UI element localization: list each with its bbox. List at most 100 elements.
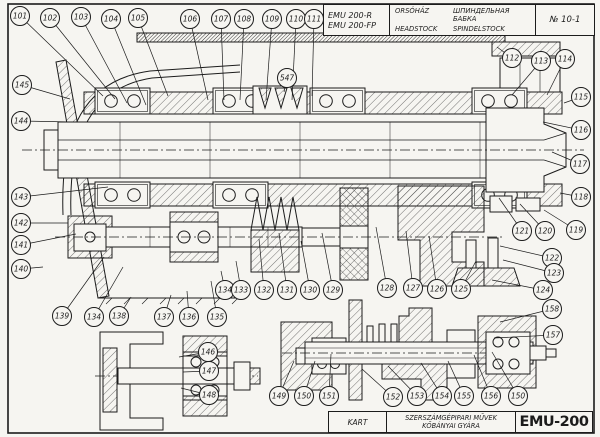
svg-text:133: 133 — [234, 286, 249, 295]
svg-text:151: 151 — [322, 392, 336, 401]
callout-113: 113 — [511, 51, 551, 96]
callout-129: 129 — [321, 232, 343, 300]
svg-text:111: 111 — [307, 15, 321, 24]
callout-112: 112 — [496, 46, 522, 68]
svg-text:134: 134 — [87, 313, 102, 322]
lower-gear-shaft — [55, 185, 505, 287]
callout-114: 114 — [546, 49, 575, 96]
svg-text:101: 101 — [13, 12, 27, 21]
svg-text:116: 116 — [574, 126, 589, 135]
callout-156: 156 — [473, 354, 501, 406]
main-section-view — [22, 32, 584, 431]
svg-text:152: 152 — [386, 393, 401, 402]
model-cell: EMU 200-R EMU 200-FP — [324, 5, 390, 35]
callout-155: 155 — [447, 360, 474, 406]
svg-text:120: 120 — [538, 227, 553, 236]
svg-text:148: 148 — [202, 391, 217, 400]
svg-text:136: 136 — [182, 313, 197, 322]
bearing-mid2-top — [309, 87, 366, 115]
svg-text:146: 146 — [201, 348, 216, 357]
svg-text:117: 117 — [573, 160, 588, 169]
svg-text:155: 155 — [457, 392, 472, 401]
svg-text:157: 157 — [546, 331, 561, 340]
callout-125: 125 — [451, 260, 477, 299]
svg-text:137: 137 — [157, 313, 172, 322]
svg-text:119: 119 — [569, 226, 584, 235]
callout-150: 150 — [491, 351, 528, 406]
svg-text:107: 107 — [214, 15, 229, 24]
callout-148: 148 — [180, 385, 219, 405]
callout-153: 153 — [387, 365, 427, 406]
callout-101: 101 — [10, 6, 104, 97]
callout-136: 136 — [179, 290, 199, 327]
maker-line1: SZERSZÁMGÉPIPARI MŰVEK — [405, 413, 497, 422]
callout-121: 121 — [498, 197, 532, 241]
rear-housing — [397, 185, 485, 287]
svg-text:102: 102 — [43, 14, 58, 23]
title-block-top: EMU 200-R EMU 200-FP ORSÓHÁZ ШПИНДЕЛЬНАЯ… — [323, 4, 595, 36]
doc-type: KART — [329, 412, 387, 432]
callout-118: 118 — [559, 187, 591, 207]
cover-end — [491, 41, 561, 57]
svg-text:129: 129 — [326, 286, 341, 295]
callout-149: 149 — [269, 360, 295, 406]
part-name-de: SPINDELSTOCK — [453, 25, 505, 33]
svg-text:153: 153 — [410, 392, 425, 401]
belt-pulley — [252, 85, 308, 115]
svg-text:150: 150 — [297, 392, 312, 401]
callout-116: 116 — [542, 120, 591, 140]
svg-text:108: 108 — [237, 15, 252, 24]
svg-text:130: 130 — [303, 286, 318, 295]
bearing-front-bottom — [94, 181, 151, 209]
maker-line2: KŐBÁNYAI GYÁRA — [422, 422, 480, 430]
svg-text:104: 104 — [104, 15, 119, 24]
callout-147: 147 — [182, 361, 219, 381]
bearing-front-top — [94, 87, 151, 115]
svg-text:154: 154 — [435, 392, 450, 401]
svg-text:134: 134 — [218, 286, 233, 295]
svg-text:142: 142 — [14, 219, 29, 228]
svg-text:103: 103 — [74, 13, 89, 22]
model-line1: EMU 200-R — [328, 10, 373, 20]
svg-text:140: 140 — [14, 265, 29, 274]
sheet-number: № 10-1 — [549, 15, 581, 25]
svg-text:141: 141 — [14, 241, 28, 250]
svg-text:115: 115 — [574, 93, 589, 102]
callout-142: 142 — [11, 213, 68, 233]
part-name-cell: ORSÓHÁZ ШПИНДЕЛЬНАЯ БАБКА HEADSTOCK SPIN… — [390, 5, 536, 35]
svg-text:143: 143 — [14, 193, 29, 202]
callout-137: 137 — [154, 294, 174, 327]
callout-143: 143 — [11, 186, 109, 207]
part-name-hu: ORSÓHÁZ — [395, 7, 430, 15]
callout-124: 124 — [491, 279, 553, 300]
svg-text:145: 145 — [15, 81, 30, 90]
callout-120: 120 — [519, 203, 555, 241]
callout-139: 139 — [52, 256, 105, 326]
callout-158: 158 — [499, 299, 562, 323]
callout-150: 150 — [294, 360, 316, 406]
callout-144: 144 — [11, 111, 75, 131]
callout-104: 104 — [101, 9, 147, 106]
callout-109: 109 — [262, 9, 282, 101]
bearing-mid-bottom — [212, 181, 269, 209]
callout-102: 102 — [40, 8, 116, 100]
model-line2: EMU 200-FP — [328, 20, 376, 30]
callout-135: 135 — [207, 280, 227, 327]
callout-127: 127 — [403, 230, 423, 298]
svg-text:131: 131 — [280, 286, 294, 295]
callout-146: 146 — [178, 342, 218, 362]
svg-text:156: 156 — [484, 392, 499, 401]
svg-text:125: 125 — [454, 285, 469, 294]
svg-text:110: 110 — [289, 15, 304, 24]
svg-text:113: 113 — [534, 57, 549, 66]
callout-138: 138 — [109, 296, 132, 326]
part-name-ru: ШПИНДЕЛЬНАЯ БАБКА — [453, 7, 510, 23]
callout-141: 141 — [11, 233, 77, 255]
callout-157: 157 — [493, 325, 563, 345]
callout-154: 154 — [420, 362, 452, 406]
callout-140: 140 — [11, 259, 44, 279]
svg-text:124: 124 — [536, 286, 551, 295]
callout-132: 132 — [254, 238, 274, 300]
svg-text:147: 147 — [202, 367, 217, 376]
